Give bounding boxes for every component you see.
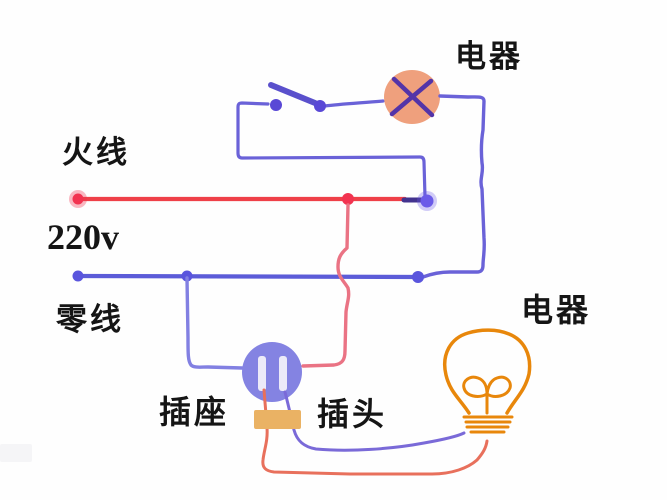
bulb-globe xyxy=(443,328,532,415)
socket-body xyxy=(242,342,302,402)
bulb-filament xyxy=(462,375,512,415)
label-appliance-right: 电器 xyxy=(521,292,592,328)
lamp-return-wire xyxy=(421,94,486,279)
neutral-wire-end-dot xyxy=(412,271,424,283)
neutral-wire-junction-dot xyxy=(181,270,193,282)
live-wire-junction-dot xyxy=(342,193,354,205)
switch-lever xyxy=(268,82,318,106)
live-wire-end-dot xyxy=(420,194,434,208)
socket-slot-right xyxy=(279,356,287,391)
label-neutral-wire: 零线 xyxy=(56,302,124,337)
switch-terminal-right-dot xyxy=(314,100,326,112)
label-live-wire: 火线 xyxy=(62,135,130,170)
live-branch-to-socket xyxy=(301,203,351,368)
label-socket: 插座 xyxy=(159,394,230,430)
live-wire-start-dot xyxy=(72,193,84,205)
label-voltage: 220v xyxy=(47,217,119,257)
lamp-cross-icon xyxy=(389,78,434,117)
switch-loop-wire xyxy=(236,101,427,199)
neutral-wire-start-dot xyxy=(72,270,84,282)
bulb-base-threads xyxy=(462,415,514,434)
neutral-wire xyxy=(75,273,421,280)
switch-terminal-left-dot xyxy=(270,99,282,111)
socket-slot-left xyxy=(258,356,266,391)
scan-smudge xyxy=(0,444,32,462)
label-plug: 插头 xyxy=(317,396,388,432)
neutral-branch-to-socket xyxy=(185,276,244,370)
plug-body xyxy=(254,410,301,429)
switch-to-lamp-wire xyxy=(323,99,385,108)
label-appliance-top: 电器 xyxy=(455,39,523,74)
